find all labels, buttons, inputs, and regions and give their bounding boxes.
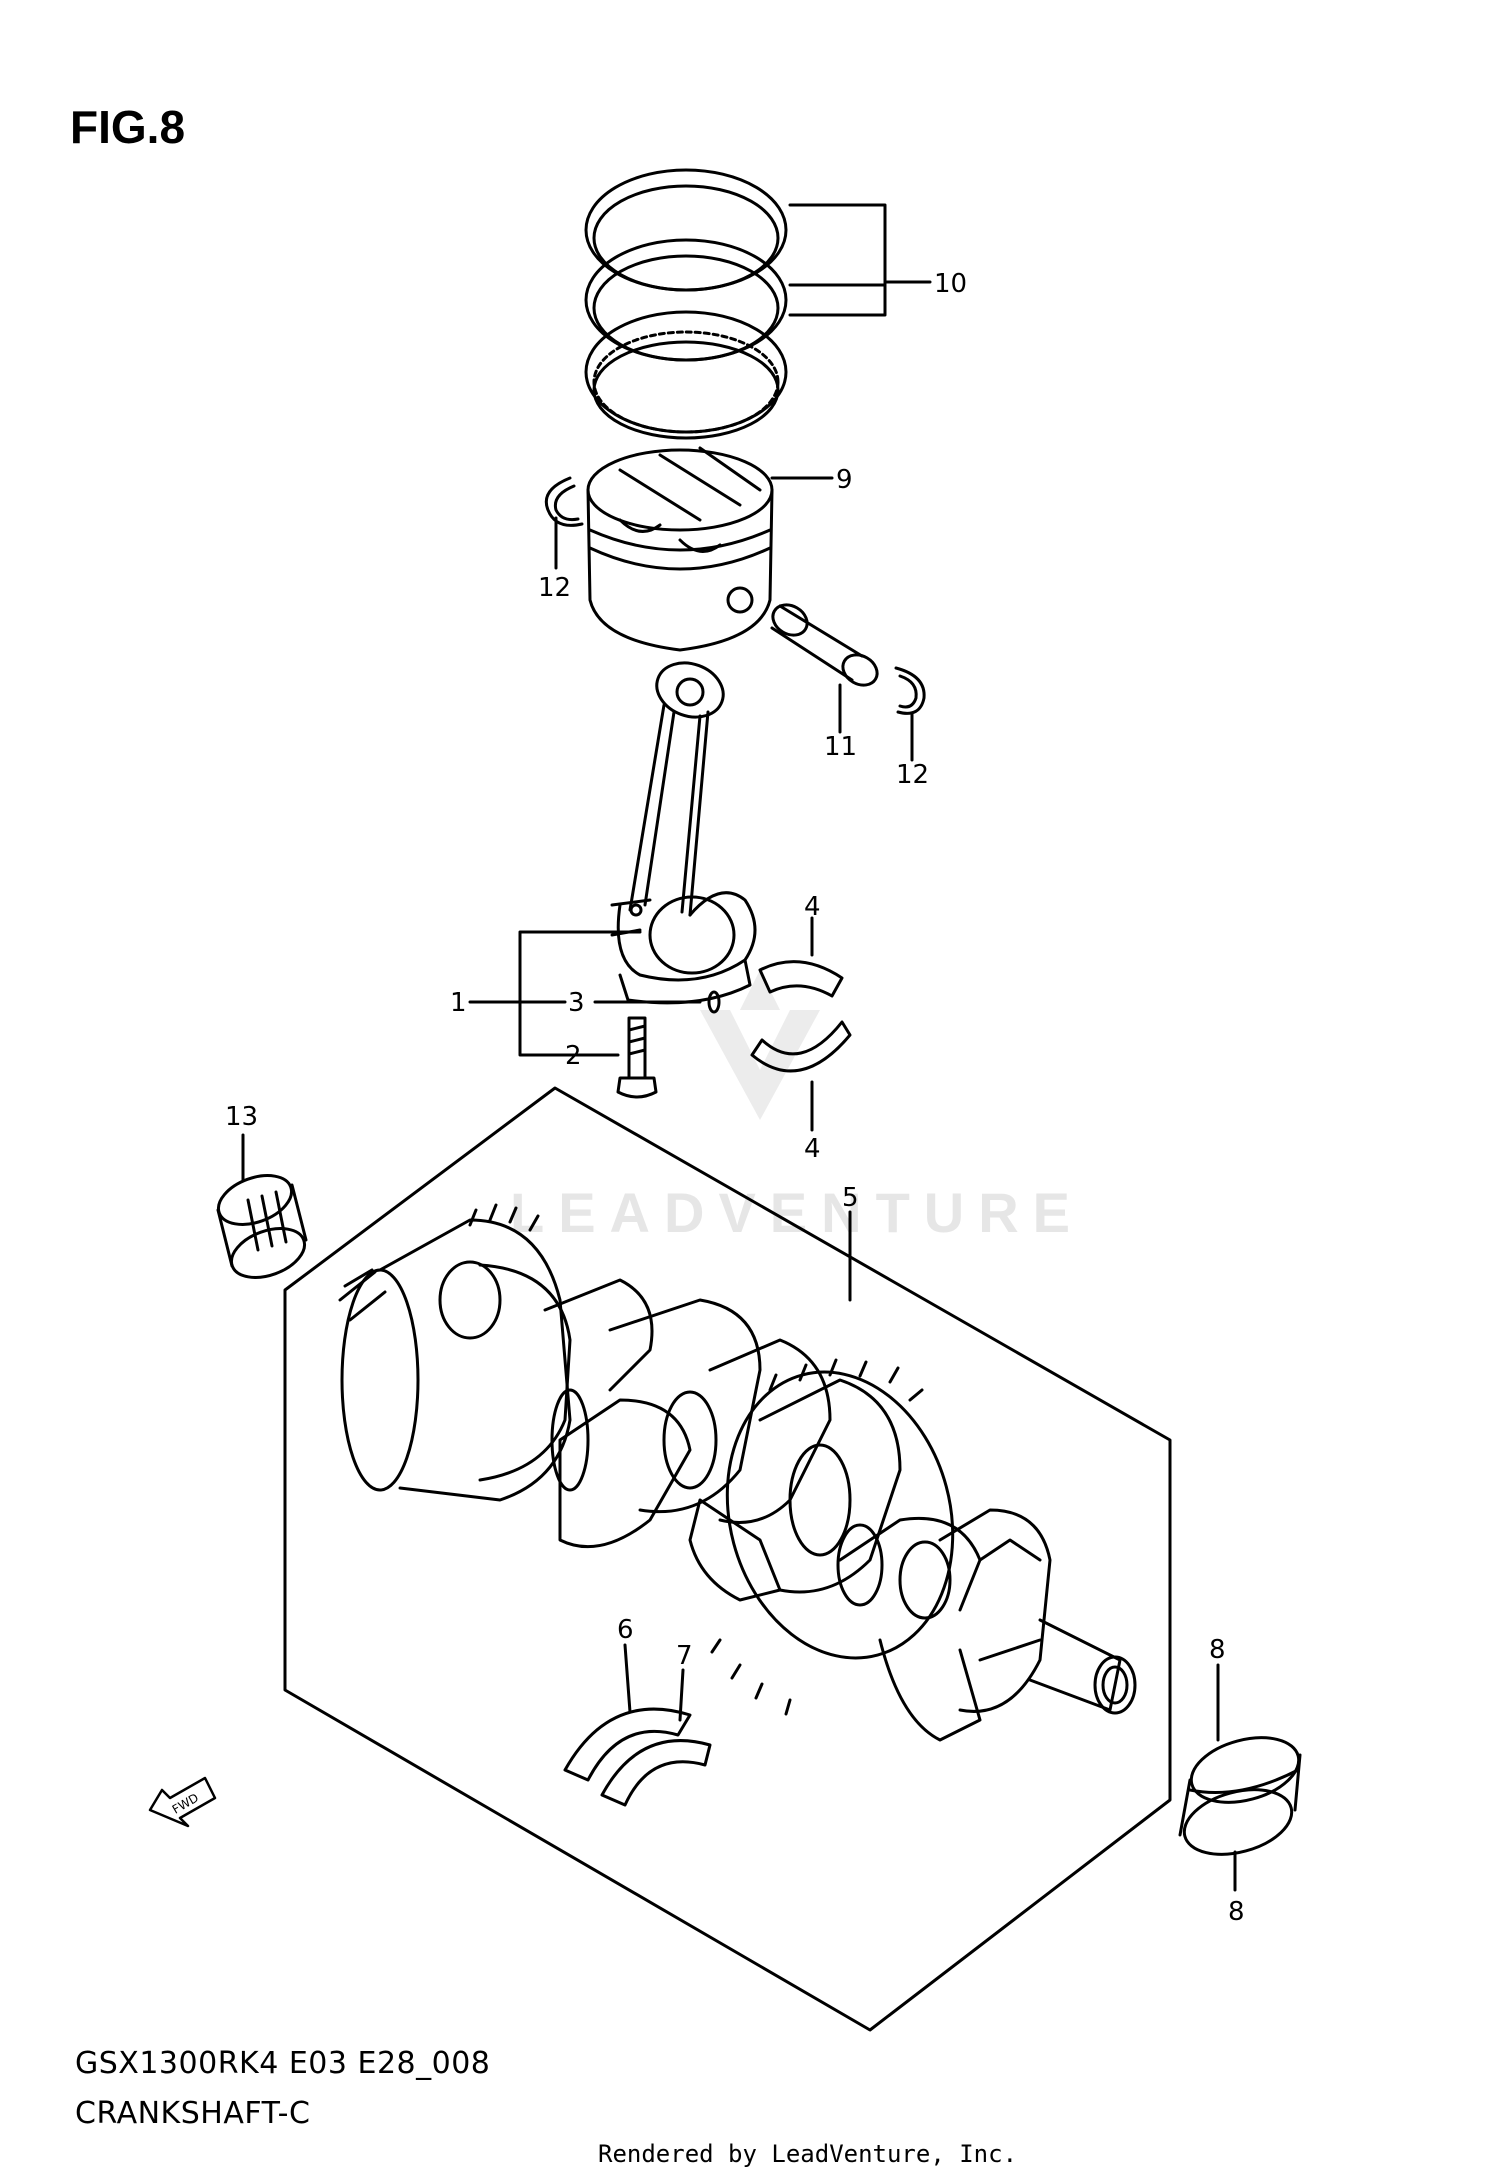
rod-bolt[interactable] bbox=[616, 1016, 658, 1099]
thrust-bearing-left[interactable] bbox=[563, 1707, 692, 1782]
callout-13: 13 bbox=[225, 1102, 258, 1132]
render-credit: Rendered by LeadVenture, Inc. bbox=[598, 2140, 1018, 2168]
main-bearing[interactable] bbox=[1177, 1727, 1306, 1865]
section-name: CRANKSHAFT-C bbox=[75, 2096, 311, 2131]
callout-9: 9 bbox=[836, 465, 853, 495]
crankshaft-group-box bbox=[283, 1086, 1172, 2032]
callout-3: 3 bbox=[568, 988, 585, 1018]
model-code: GSX1300RK4 E03 E28_008 bbox=[75, 2046, 491, 2081]
callout-8-top: 8 bbox=[1209, 1635, 1226, 1665]
watermark-text: LEADVENTURE bbox=[510, 1181, 1084, 1244]
callout-4-lower: 4 bbox=[804, 1134, 821, 1164]
piston[interactable] bbox=[586, 446, 774, 652]
callout-numbers: 10 9 12 11 12 4 1 3 2 4 13 5 6 7 8 8 bbox=[225, 269, 1245, 1927]
circlip-left[interactable] bbox=[544, 476, 584, 527]
callout-11: 11 bbox=[824, 732, 857, 762]
piston-rings[interactable] bbox=[584, 168, 788, 440]
figure-title: FIG.8 bbox=[70, 101, 186, 153]
piston-pin[interactable] bbox=[767, 599, 882, 691]
circlip-right[interactable] bbox=[894, 666, 926, 715]
thrust-bearing-right[interactable] bbox=[600, 1739, 712, 1807]
callout-1: 1 bbox=[450, 988, 467, 1018]
callout-12-right: 12 bbox=[896, 760, 929, 790]
conrod-bearing-lower[interactable] bbox=[750, 1020, 852, 1073]
conrod-bearing-upper[interactable] bbox=[758, 960, 844, 998]
callout-5: 5 bbox=[842, 1183, 859, 1213]
needle-bearing[interactable] bbox=[212, 1166, 311, 1286]
callout-7: 7 bbox=[676, 1641, 693, 1671]
fwd-arrow-icon bbox=[148, 1776, 217, 1828]
callout-8-bottom: 8 bbox=[1228, 1897, 1245, 1927]
callout-6: 6 bbox=[617, 1615, 634, 1645]
callout-2: 2 bbox=[565, 1041, 582, 1071]
callout-12-left: 12 bbox=[538, 573, 571, 603]
callout-10: 10 bbox=[934, 269, 967, 299]
callout-4-upper: 4 bbox=[804, 892, 821, 922]
crankshaft[interactable] bbox=[338, 1203, 1137, 1742]
connecting-rod[interactable] bbox=[610, 654, 757, 1005]
watermark: LEADVENTURE bbox=[510, 970, 1084, 1244]
